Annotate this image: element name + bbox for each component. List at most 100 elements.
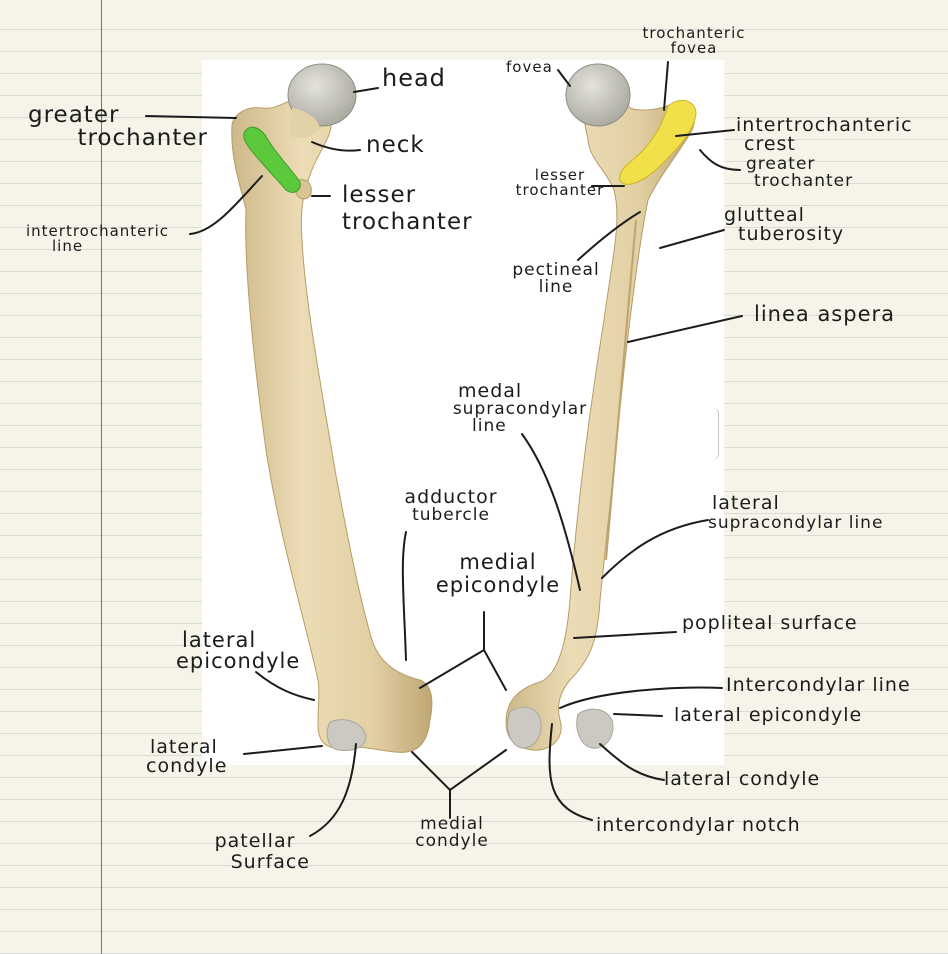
- label-lesser-trochanter: lesser trochanter: [342, 184, 473, 234]
- label-popliteal-surface: popliteal surface: [682, 612, 858, 634]
- femoral-head-anterior: [287, 63, 357, 127]
- leader-lateral-epicondyle-post: [613, 713, 663, 717]
- label-intertrochanteric-crest-line2: crest: [744, 133, 796, 155]
- label-lateral-supracondylar-line2: supracondylar line: [708, 513, 884, 533]
- label-medial-condyle: medial condyle: [388, 816, 516, 850]
- leader-intercondylar-notch: [548, 723, 593, 821]
- label-lesser-trochanter-posterior-line2: trochanter: [515, 181, 605, 199]
- label-linea-aspera: linea aspera: [754, 302, 896, 326]
- leader-lateral-supracondylar: [601, 519, 709, 579]
- scroll-bracket: [712, 408, 719, 460]
- label-intercondylar-line: Intercondylar line: [726, 674, 911, 696]
- label-trochanteric-fovea-line1: trochanteric: [642, 24, 746, 42]
- margin-line: [101, 0, 102, 954]
- leader-intertrochanteric-crest: [675, 129, 735, 137]
- label-medial-supracondylar-line3: line: [472, 416, 507, 436]
- leader-greater-trochanter: [145, 115, 237, 119]
- label-fovea: fovea: [506, 58, 553, 76]
- label-head: head: [382, 64, 446, 92]
- label-lesser-trochanter-posterior-line1: lesser: [534, 166, 586, 184]
- leader-adductor-tubercle: [401, 531, 407, 661]
- leader-greater-trochanter-post: [699, 149, 741, 171]
- label-greater-trochanter-posterior-line1: greater: [746, 154, 816, 174]
- label-gluteal-tuberosity-line1: glutteal: [724, 204, 805, 226]
- label-intertrochanteric-line-line2: line: [52, 237, 84, 255]
- intertrochanteric-crest-highlight: [619, 99, 697, 185]
- leader-intercondylar-line: [559, 686, 723, 709]
- label-lateral-epicondyle-posterior: lateral epicondyle: [674, 704, 863, 726]
- label-medial-epicondyle-line2: epicondyle: [435, 573, 561, 597]
- linea-aspera-ridge: [605, 219, 637, 561]
- leader-head: [353, 87, 379, 93]
- label-patellar-surface: patellar Surface: [200, 832, 310, 872]
- label-greater-trochanter-posterior-line2: trochanter: [754, 171, 854, 191]
- label-lateral-supracondylar-line1: lateral: [712, 492, 780, 514]
- leader-patellar-surface: [309, 743, 357, 837]
- leader-medial-epicondyle: [419, 611, 507, 691]
- label-lateral-epicondyle-anterior-line1: lateral: [182, 628, 257, 652]
- leader-medial-condyle: [411, 749, 507, 819]
- leader-gluteal-tuberosity: [659, 229, 725, 249]
- neck-anterior: [290, 108, 320, 138]
- label-pectineal-line: pectineal line: [504, 262, 608, 296]
- label-intertrochanteric-crest-line1: intertrochanteric: [736, 114, 913, 136]
- leader-popliteal-surface: [573, 631, 677, 639]
- posterior-femur-bone: [505, 96, 695, 751]
- leader-fovea: [557, 69, 571, 87]
- label-lateral-condyle-anterior: lateral condyle: [146, 738, 227, 776]
- label-medial-condyle-line1: medial: [420, 814, 484, 834]
- leader-lateral-condyle-ant: [243, 745, 323, 755]
- label-medial-supracondylar-line1: medal: [458, 380, 523, 402]
- label-neck: neck: [366, 132, 425, 158]
- label-lateral-condyle-anterior-line2: condyle: [146, 755, 228, 777]
- medial-condyle-posterior-cartilage: [507, 706, 542, 749]
- leader-lateral-epicondyle-ant: [255, 671, 315, 701]
- label-medial-epicondyle-line1: medial: [459, 550, 537, 574]
- label-lesser-trochanter-line1: lesser: [342, 182, 417, 208]
- label-greater-trochanter: greater trochanter: [24, 104, 208, 150]
- label-medial-epicondyle: medial epicondyle: [428, 552, 568, 596]
- leader-medial-supracondylar: [521, 433, 581, 591]
- label-intertrochanteric-line: intertrochanteric line: [26, 224, 169, 254]
- label-patellar-surface-line2: Surface: [230, 851, 310, 873]
- label-pectineal-line-line2: line: [538, 277, 574, 297]
- label-lesser-trochanter-posterior: lesser trochanter: [508, 168, 612, 198]
- label-adductor-tubercle-line1: adductor: [404, 486, 498, 508]
- label-patellar-surface-line1: patellar: [214, 830, 296, 852]
- label-lateral-epicondyle-anterior: lateral epicondyle: [176, 630, 300, 672]
- anterior-femur-bone: [231, 97, 433, 753]
- leader-lateral-condyle-post: [599, 743, 665, 781]
- leader-trochanteric-fovea: [663, 61, 669, 111]
- leader-neck: [311, 141, 361, 152]
- label-lateral-condyle-anterior-line1: lateral: [150, 736, 218, 758]
- label-intertrochanteric-line-line1: intertrochanteric: [26, 222, 169, 240]
- label-pectineal-line-line1: pectineal: [512, 260, 600, 280]
- label-adductor-tubercle: adductor tubercle: [384, 488, 518, 524]
- label-medial-supracondylar-line: medal supracondylar line: [440, 382, 600, 435]
- label-medial-supracondylar-line2: supracondylar: [452, 399, 588, 419]
- lateral-condyle-posterior-cartilage: [576, 708, 614, 749]
- label-intertrochanteric-crest: intertrochanteric crest: [736, 116, 913, 154]
- leader-intertrochanteric-line: [189, 175, 263, 235]
- label-greater-trochanter-line2: trochanter: [77, 125, 208, 151]
- intertrochanteric-line-highlight: [243, 126, 301, 193]
- label-lateral-supracondylar-line: lateral supracondylar line: [708, 494, 883, 532]
- leader-pectineal-line: [577, 211, 641, 261]
- label-trochanteric-fovea-line2: fovea: [670, 39, 718, 57]
- label-trochanteric-fovea: trochanteric fovea: [624, 26, 764, 56]
- label-medial-condyle-line2: condyle: [415, 831, 489, 851]
- label-gluteal-tuberosity: glutteal tuberosity: [724, 206, 844, 244]
- patellar-surface-cartilage: [326, 719, 367, 751]
- posterior-femur: [505, 63, 697, 751]
- label-lesser-trochanter-line2: trochanter: [342, 209, 473, 235]
- anterior-femur: [231, 63, 433, 753]
- label-lateral-epicondyle-anterior-line2: epicondyle: [176, 649, 301, 673]
- label-lateral-condyle-posterior: lateral condyle: [664, 768, 821, 790]
- label-greater-trochanter-line1: greater: [28, 102, 120, 128]
- label-greater-trochanter-posterior: greater trochanter: [746, 156, 853, 190]
- label-adductor-tubercle-line2: tubercle: [412, 505, 490, 525]
- label-intercondylar-notch: intercondylar notch: [596, 814, 801, 836]
- leader-lines: [145, 61, 743, 837]
- leader-linea-aspera: [627, 315, 743, 343]
